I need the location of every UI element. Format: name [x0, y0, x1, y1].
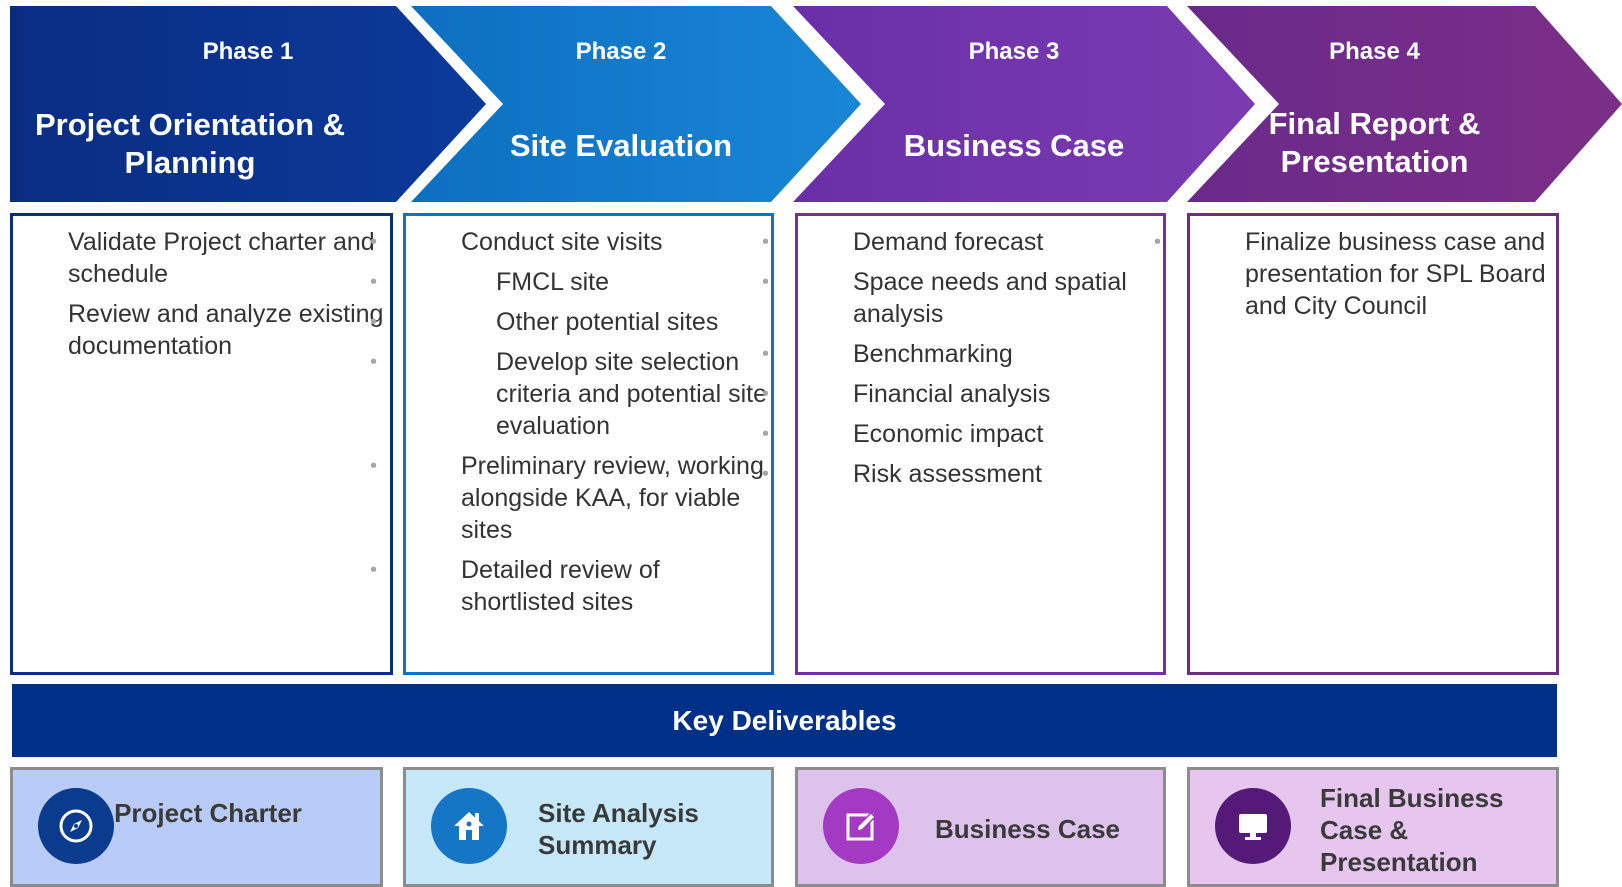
phase-4-title: Final Report & Presentation [1187, 105, 1592, 181]
list-item: Economic impact [762, 418, 1163, 450]
phase-3-title: Business Case [903, 128, 1125, 163]
list-item: Other potential sites [370, 306, 771, 338]
list-item: Finalize business case and presentation … [1154, 226, 1556, 322]
list-item: Demand forecast [762, 226, 1163, 258]
phase-4-title-text: Final Report & Presentation [1268, 106, 1481, 179]
phase-4-chevron: Phase 4 Final Report & Presentation [1187, 6, 1622, 202]
edit-icon [823, 788, 899, 864]
phase-1-title: Project Orientation & Planning [10, 106, 486, 182]
list-item: Develop site selection criteria and pote… [370, 346, 771, 442]
list-item: Preliminary review, working alongside KA… [370, 450, 771, 546]
house-icon [431, 788, 507, 864]
phase-4-label: Phase 4 [1329, 38, 1420, 65]
list-item: Financial analysis [762, 378, 1163, 410]
list-item: Space needs and spatial analysis [762, 266, 1163, 330]
deliverable-label: Site Analysis Summary [538, 798, 699, 860]
phase-3-label: Phase 3 [968, 38, 1060, 65]
phase-2-label: Phase 2 [575, 38, 667, 65]
deliverable-business-case: Business Case [795, 767, 1166, 887]
deliverable-project-charter: Project Charter [10, 767, 383, 887]
key-deliverables-header: Key Deliverables [12, 684, 1557, 757]
list-item: Risk assessment [762, 458, 1163, 490]
phase-1-label: Phase 1 [202, 38, 294, 65]
phase-2-activities: Conduct site visits FMCL site Other pote… [370, 213, 774, 675]
deliverable-label: Final Business Case & Presentation [1320, 783, 1504, 877]
list-item: Conduct site visits [370, 226, 771, 258]
deliverable-site-analysis-summary: Site Analysis Summary [403, 767, 774, 887]
list-item: FMCL site [370, 266, 771, 298]
phase-3-chevron: Phase 3 Business Case [793, 6, 1255, 202]
phase-3-activities: Demand forecast Space needs and spatial … [762, 213, 1166, 675]
phase-1-chevron: Phase 1 Project Orientation & Planning [10, 6, 486, 202]
list-item: Benchmarking [762, 338, 1163, 370]
monitor-icon [1215, 788, 1291, 864]
compass-icon [38, 788, 114, 864]
deliverable-final-business-case: Final Business Case & Presentation [1187, 767, 1559, 887]
deliverable-label: Business Case [935, 814, 1120, 844]
deliverable-label: Project Charter [114, 798, 302, 828]
phase-1-activities: Validate Project charter and schedule Re… [10, 213, 393, 675]
phase-2-title: Site Evaluation [509, 128, 733, 163]
phase-4-activities: Finalize business case and presentation … [1154, 213, 1559, 675]
phase-1-title-text: Project Orientation & Planning [34, 107, 346, 180]
list-item: Validate Project charter and schedule [13, 226, 390, 290]
list-item: Detailed review of shortlisted sites [370, 554, 771, 618]
list-item: Review and analyze existing documentatio… [13, 298, 390, 362]
